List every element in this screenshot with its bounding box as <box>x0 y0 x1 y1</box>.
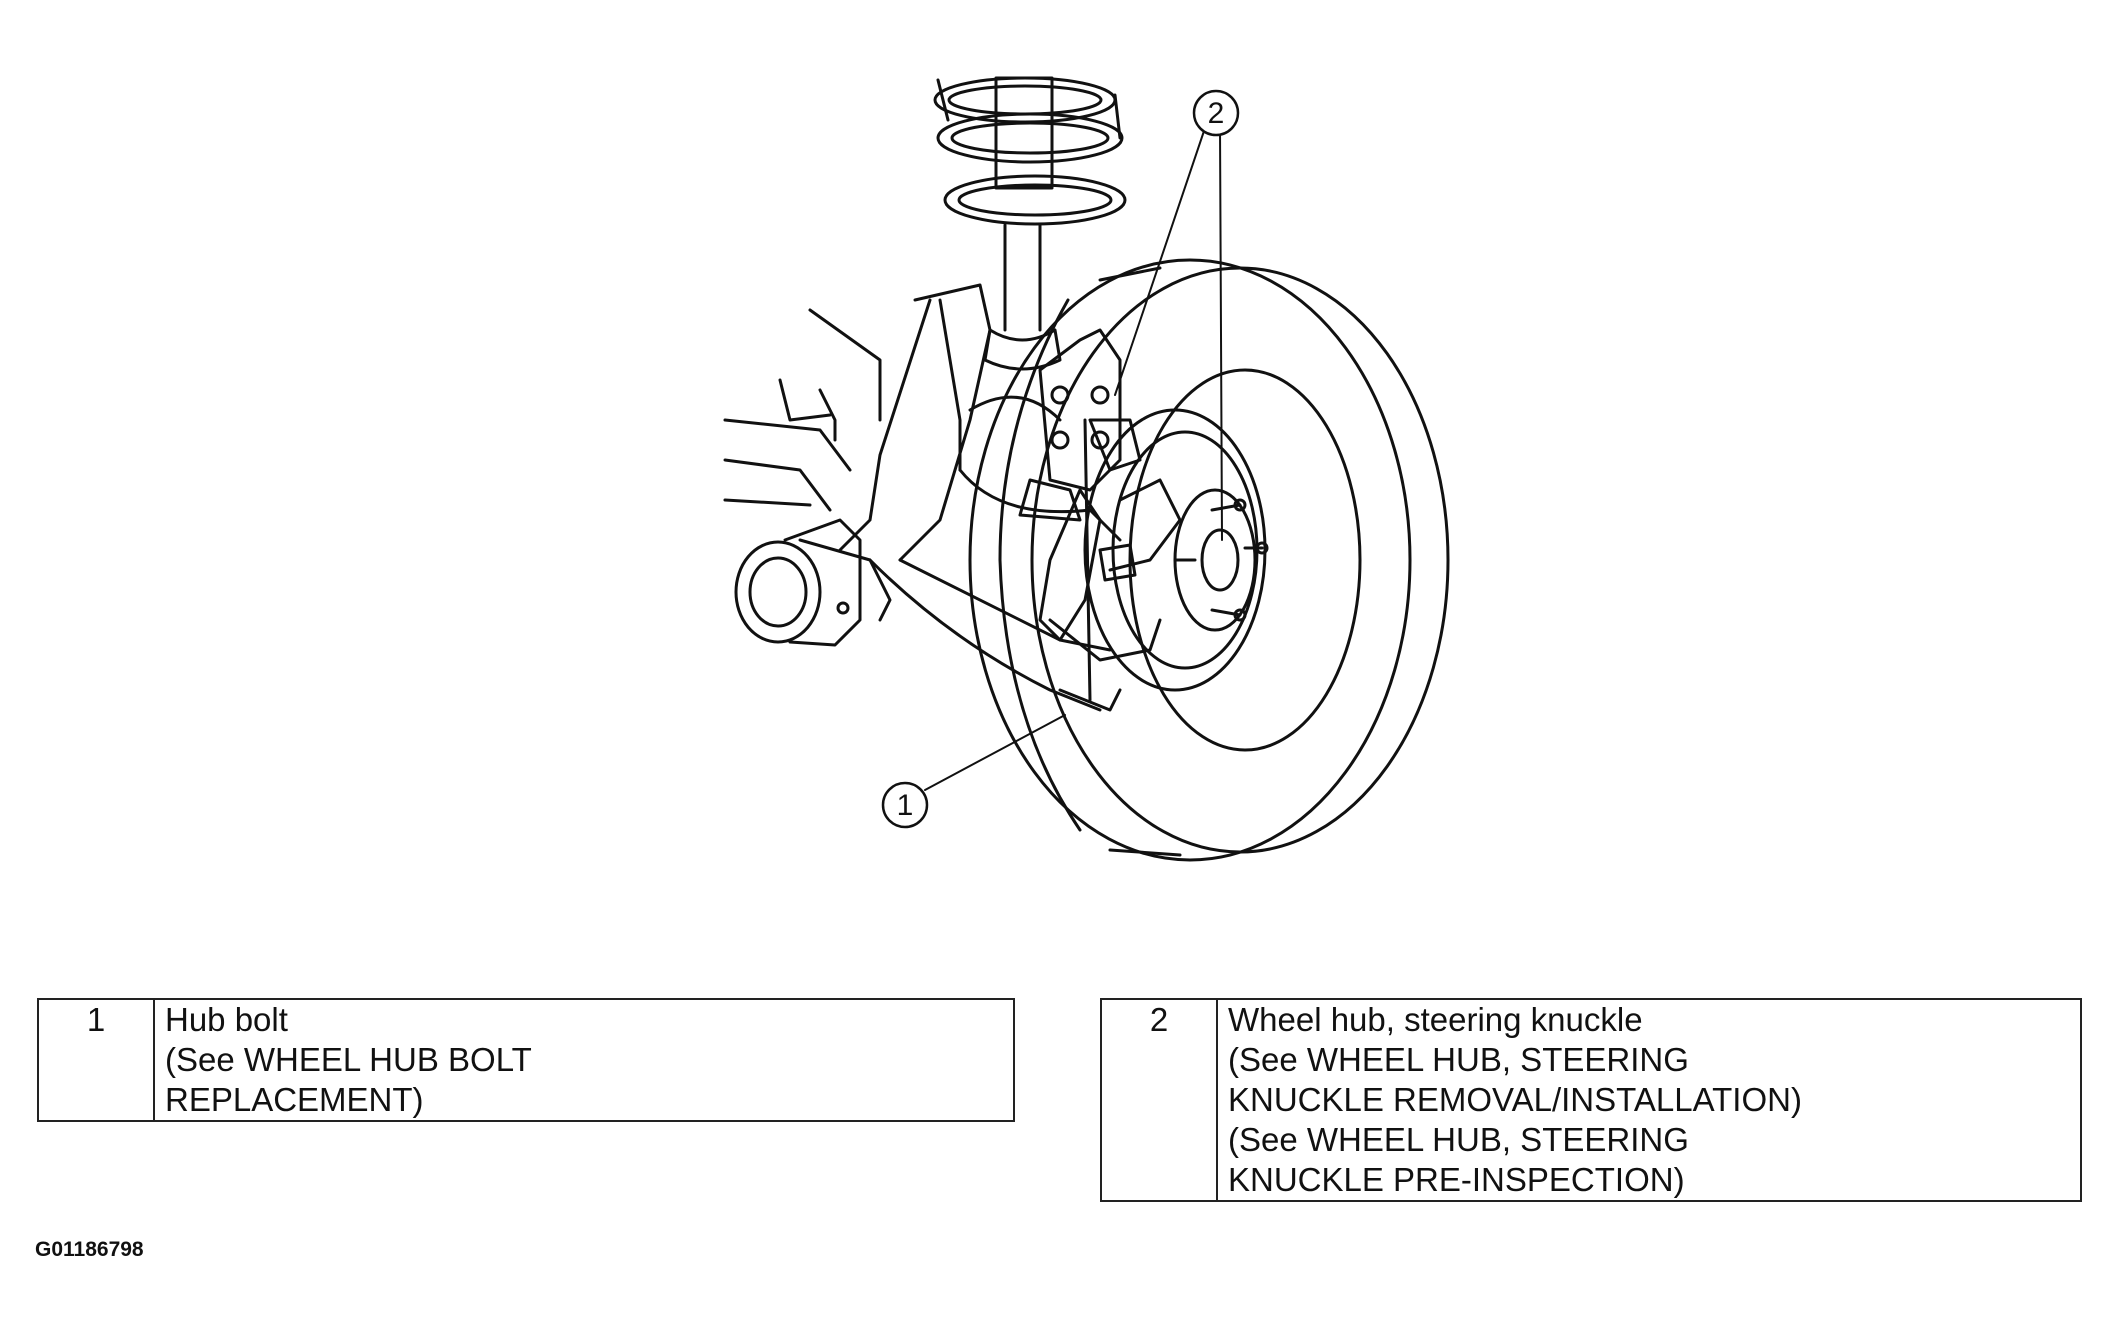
legend-table-1: 1 Hub bolt (See WHEEL HUB BOLT REPLACEME… <box>37 998 1015 1122</box>
tire <box>968 258 1450 862</box>
legend-line: Wheel hub, steering knuckle <box>1228 1001 1643 1038</box>
wheel-hub <box>1083 408 1269 702</box>
strut <box>983 76 1062 371</box>
control-arm <box>723 283 1122 712</box>
coil-spring <box>933 76 1127 226</box>
legend-line: KNUCKLE PRE-INSPECTION) <box>1228 1161 1685 1198</box>
legend-number: 1 <box>37 998 155 1122</box>
legend-line: (See WHEEL HUB BOLT <box>165 1041 532 1078</box>
callout-2: 2 <box>1192 89 1240 137</box>
legend-line: (See WHEEL HUB, STEERING <box>1228 1041 1689 1078</box>
legend-line: REPLACEMENT) <box>165 1081 424 1118</box>
legend-row: 1 Hub bolt (See WHEEL HUB BOLT REPLACEME… <box>37 998 1015 1122</box>
legend-line: Hub bolt <box>165 1001 288 1038</box>
legend-line: KNUCKLE REMOVAL/INSTALLATION) <box>1228 1081 1802 1118</box>
svg-text:2: 2 <box>1208 97 1225 130</box>
callout-1: 1 <box>881 781 929 829</box>
svg-text:1: 1 <box>897 789 914 822</box>
bushing <box>734 518 892 647</box>
figure-id: G01186798 <box>35 1238 144 1261</box>
legend-number: 2 <box>1100 998 1218 1202</box>
callout-leaders <box>924 127 1223 791</box>
legend-description: Hub bolt (See WHEEL HUB BOLT REPLACEMENT… <box>153 998 1015 1122</box>
legend-table-2: 2 Wheel hub, steering knuckle (See WHEEL… <box>1100 998 2082 1202</box>
legend-line: (See WHEEL HUB, STEERING <box>1228 1121 1689 1158</box>
steering-knuckle <box>1018 328 1182 712</box>
legend-description: Wheel hub, steering knuckle (See WHEEL H… <box>1216 998 2082 1202</box>
legend-row: 2 Wheel hub, steering knuckle (See WHEEL… <box>1100 998 2082 1202</box>
